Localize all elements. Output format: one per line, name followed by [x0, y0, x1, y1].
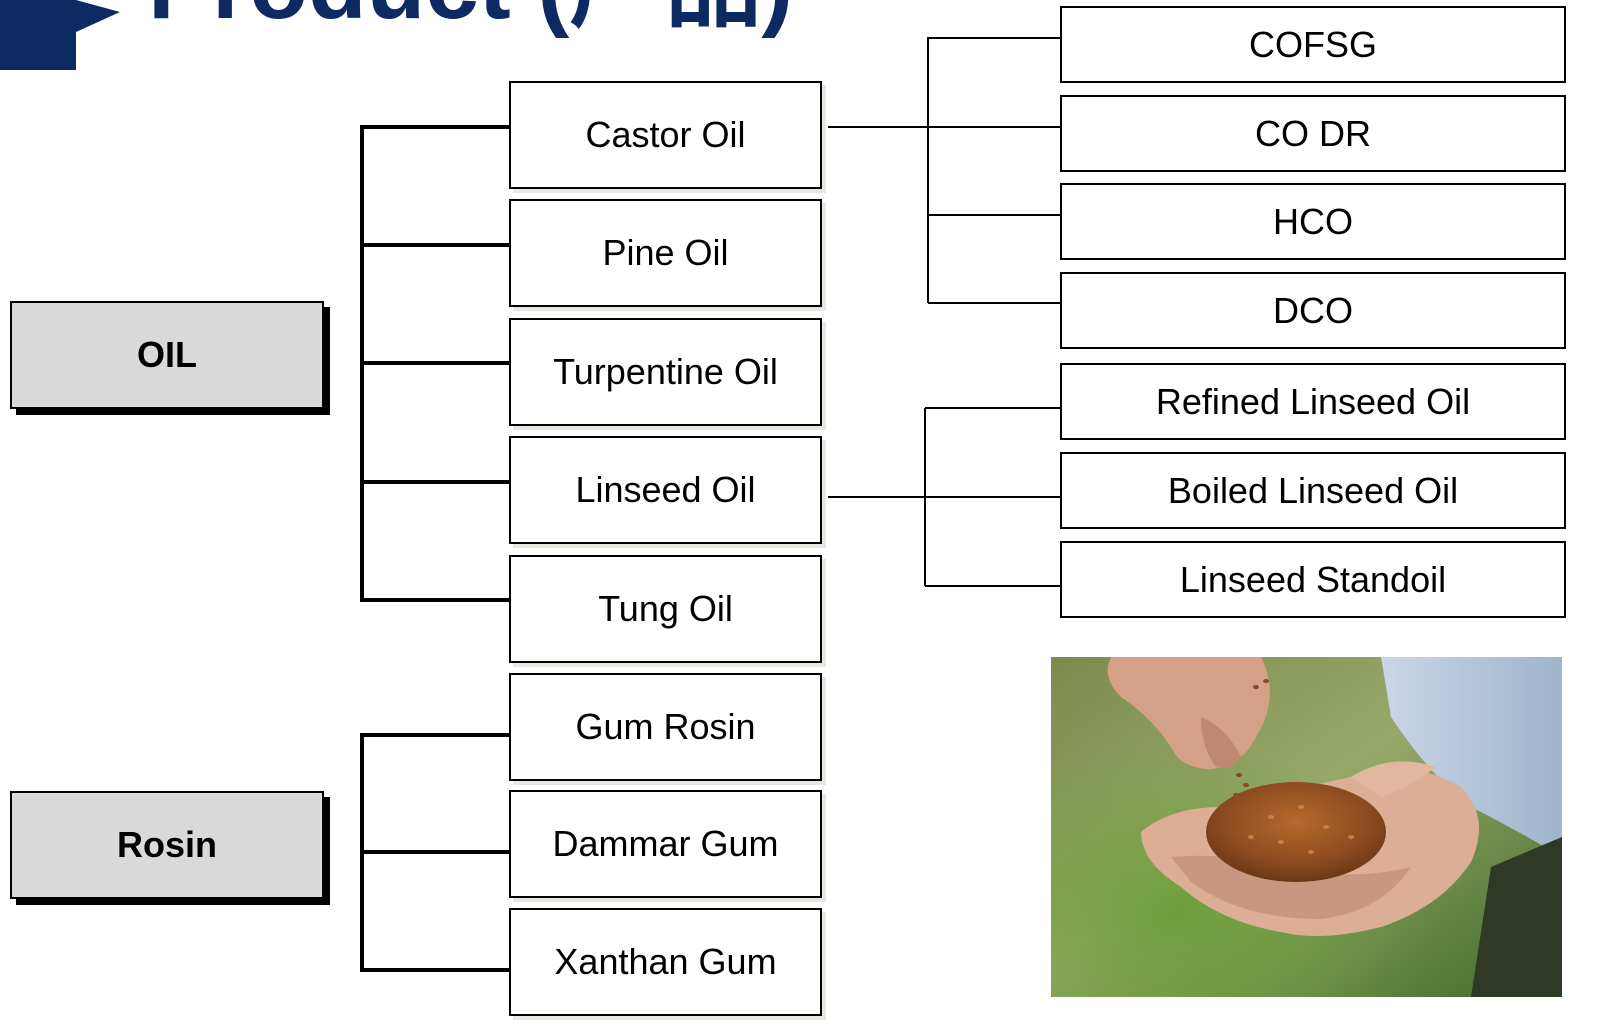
product-castor-oil: Castor Oil: [509, 81, 822, 189]
product-label: Gum Rosin: [575, 706, 756, 747]
product-label: Dammar Gum: [552, 823, 779, 864]
page-title: Product (产品): [148, 0, 793, 34]
category-rosin: Rosin: [10, 791, 324, 899]
product-label: Tung Oil: [598, 588, 733, 629]
product-turpentine-oil: Turpentine Oil: [509, 318, 822, 426]
derivative-dco: DCO: [1060, 272, 1566, 349]
product-tung-oil: Tung Oil: [509, 555, 822, 663]
category-label: OIL: [137, 334, 197, 375]
product-pine-oil: Pine Oil: [509, 199, 822, 307]
derivative-label: COFSG: [1248, 23, 1377, 65]
derivative-label: Refined Linseed Oil: [1155, 380, 1471, 422]
derivative-label: DCO: [1273, 289, 1353, 331]
derivative-boiled-linseed-oil: Boiled Linseed Oil: [1060, 452, 1566, 529]
category-oil: OIL: [10, 301, 324, 409]
derivative-label: Boiled Linseed Oil: [1167, 469, 1459, 511]
product-xanthan-gum: Xanthan Gum: [509, 908, 822, 1016]
derivative-label: Linseed Standoil: [1179, 558, 1447, 600]
hands-with-seeds-image: [1051, 657, 1562, 997]
derivative-label: HCO: [1273, 200, 1353, 242]
product-linseed-oil: Linseed Oil: [509, 436, 822, 544]
product-gum-rosin: Gum Rosin: [509, 673, 822, 781]
derivative-linseed-standoil: Linseed Standoil: [1060, 541, 1566, 618]
product-dammar-gum: Dammar Gum: [509, 790, 822, 898]
category-label: Rosin: [116, 824, 217, 865]
derivative-label: CO DR: [1255, 112, 1371, 154]
product-label: Pine Oil: [602, 232, 729, 273]
product-label: Linseed Oil: [575, 469, 756, 510]
derivative-refined-linseed-oil: Refined Linseed Oil: [1060, 363, 1566, 440]
derivative-co-dr: CO DR: [1060, 95, 1566, 172]
product-label: Castor Oil: [585, 114, 746, 155]
title-arrow-icon: [0, 0, 120, 70]
derivative-hco: HCO: [1060, 183, 1566, 260]
linseed-photo: [1051, 657, 1562, 997]
product-label: Xanthan Gum: [554, 941, 777, 982]
product-label: Turpentine Oil: [553, 351, 778, 392]
derivative-cofsg: COFSG: [1060, 6, 1566, 83]
